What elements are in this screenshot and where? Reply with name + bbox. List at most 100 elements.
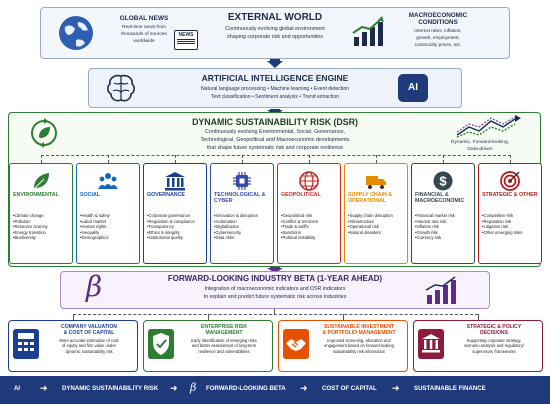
category-environmental: ENVIRONMENTAL Climate change Pollution R… — [9, 163, 73, 264]
target-icon — [500, 171, 520, 191]
global-news-line-1: Real-time news from — [122, 25, 166, 30]
outcome-title-line: DECISIONS — [479, 329, 509, 336]
category-item: Data risks — [214, 235, 274, 241]
sustainability-cycle-icon — [31, 118, 57, 148]
category-item: Growth risk — [415, 230, 475, 236]
outcome-title: COMPANY VALUATION & COST OF CAPITAL — [41, 324, 137, 337]
outcome-desc-line: Early identification of emerging risks — [191, 338, 257, 343]
footer-item-ai: AI — [14, 385, 21, 392]
category-item: Financial market risk — [415, 213, 475, 219]
category-item: Cybersecurity — [214, 230, 274, 236]
dsr-connector — [175, 155, 176, 163]
category-items: Competitive risk Reputation risk Litigat… — [482, 213, 542, 235]
category-title: ENVIRONMENTAL — [13, 192, 59, 198]
category-strategic: STRATEGIC & OTHER Competitive risk Reput… — [478, 163, 542, 264]
ai-chip-label: AI — [408, 82, 418, 93]
category-items: Innovation & disruption Automation Digit… — [214, 213, 274, 241]
category-title: FINANCIAL & MACROECONOMIC — [415, 192, 465, 205]
category-item: Health & safety — [80, 213, 140, 219]
category-item: Corporate governance — [147, 213, 207, 219]
external-world-title: EXTERNAL WORLD — [227, 12, 323, 23]
category-item: Demographics — [80, 235, 140, 241]
category-title: GEOPOLITICAL — [281, 192, 321, 198]
category-item: Infrastructure — [348, 219, 408, 225]
outcome-title-line: MANAGEMENT — [205, 329, 243, 336]
dsr-line-2: Technological, Geopolitical and Macroeco… — [200, 137, 350, 143]
outcome-description: Supporting corporate strategy, scenario … — [446, 338, 542, 354]
svg-text:$: $ — [439, 174, 447, 189]
outcome-desc-line: Supporting corporate strategy, — [466, 338, 522, 343]
calculator-icon — [13, 329, 39, 359]
category-item: Transparency — [147, 224, 207, 230]
category-item: Other emerging risks — [482, 230, 542, 236]
outcome-title-line: & COST OF CAPITAL — [63, 329, 115, 336]
category-item: Geopolitical risk — [281, 213, 341, 219]
category-financial: $ FINANCIAL & MACROECONOMIC Financial ma… — [411, 163, 475, 264]
category-item: Natural disasters — [348, 230, 408, 236]
outcome-title-line: STRATEGIC & POLICY — [466, 324, 522, 330]
category-item: Energy transition — [13, 230, 73, 236]
dsr-connector — [376, 155, 377, 163]
growth-chart-icon — [352, 16, 384, 46]
category-item: Currency risk — [415, 235, 475, 241]
brain-icon — [107, 74, 135, 102]
outcome-enterprise-risk: ENTERPRISE RISK MANAGEMENT Early identif… — [143, 320, 273, 372]
ai-chip-icon: AI — [398, 74, 428, 102]
people-icon — [98, 173, 118, 189]
chip-icon — [233, 172, 251, 190]
category-geopolitical: GEOPOLITICAL Geopolitical risk Conflict … — [277, 163, 341, 264]
beta-symbol: β — [86, 270, 103, 303]
category-item: Regulation & compliance — [147, 219, 207, 225]
dsr-chart-caption-1: Dynamic, Forward-looking, — [450, 140, 510, 145]
outcome-description: Early identification of emerging risks a… — [176, 338, 272, 354]
category-item: Climate change — [13, 213, 73, 219]
outcome-desc-line: More accurate estimation of cost — [59, 338, 119, 343]
category-items: Financial market risk Interest rate risk… — [415, 213, 475, 241]
ai-engine-line-2: Text classification • Sentiment analysis… — [210, 94, 340, 100]
newspaper-icon: NEWS — [174, 30, 198, 50]
category-item: Human rights — [80, 224, 140, 230]
category-items: Geopolitical risk Conflict & terrorism T… — [281, 213, 341, 241]
arrow-down-icon — [267, 59, 283, 68]
bar-chart-icon — [425, 276, 456, 304]
category-title: TECHNOLOGICAL & CYBER — [214, 192, 266, 205]
globe-icon — [299, 171, 319, 191]
category-item: Litigation risk — [482, 224, 542, 230]
external-world-subtitle-2: shaping corporate risk and opportunities — [227, 34, 323, 40]
dsr-connector — [443, 155, 444, 163]
arrow-right-icon: ➜ — [40, 383, 48, 393]
category-item: Biodiversity — [13, 235, 73, 241]
arrow-down-icon — [267, 267, 283, 273]
category-item: Supply chain disruption — [348, 213, 408, 219]
global-news-line-3: worldwide — [133, 39, 155, 44]
category-item: Sanctions — [281, 230, 341, 236]
dsr-connector — [309, 155, 310, 163]
beta-footer-icon: β — [190, 381, 197, 394]
external-world-panel — [40, 7, 510, 59]
outcome-desc-line: resilience and vulnerabilities — [198, 348, 250, 354]
category-title: SOCIAL — [80, 192, 101, 198]
outcome-description: More accurate estimation of cost of equi… — [41, 338, 137, 354]
institution-icon — [418, 329, 444, 359]
dsr-title: DYNAMIC SUSTAINABILITY RISK (DSR) — [192, 117, 358, 127]
category-item: Innovation & disruption — [214, 213, 274, 219]
footer-item-sustainable-finance: SUSTAINABLE FINANCE — [414, 385, 486, 392]
category-title: SUPPLY CHAIN & OPERATIONAL — [348, 192, 393, 205]
outcome-desc-line: of equity and firm value under — [62, 343, 116, 349]
footer-item-cost-of-capital: COST OF CAPITAL — [322, 385, 377, 392]
outcome-title: SUSTAINABLE INVESTMENT & PORTFOLIO MANAG… — [311, 324, 407, 337]
category-item: Pollution — [13, 219, 73, 225]
category-item: Political instability — [281, 235, 341, 241]
beta-title: FORWARD-LOOKING INDUSTRY BETA (1-YEAR AH… — [167, 274, 383, 283]
beta-line-2: to explain and predict future systematic… — [203, 294, 347, 300]
category-supply-chain: SUPPLY CHAIN & OPERATIONAL Supply chain … — [344, 163, 408, 264]
dsr-chart-caption-2: Data-driven — [467, 147, 493, 152]
footer-bar: AI ➜ DYNAMIC SUSTAINABILITY RISK ➜ β FOR… — [0, 376, 550, 404]
category-item: Operational risk — [348, 224, 408, 230]
category-item: Reputation risk — [482, 219, 542, 225]
building-icon — [165, 172, 185, 191]
global-news-title: GLOBAL NEWS — [119, 15, 169, 22]
macro-line-3: commodity prices, etc. — [414, 42, 462, 47]
outcome-desc-line: dynamic sustainability risk — [65, 348, 113, 354]
outcome-company-valuation: COMPANY VALUATION & COST OF CAPITAL More… — [8, 320, 138, 372]
